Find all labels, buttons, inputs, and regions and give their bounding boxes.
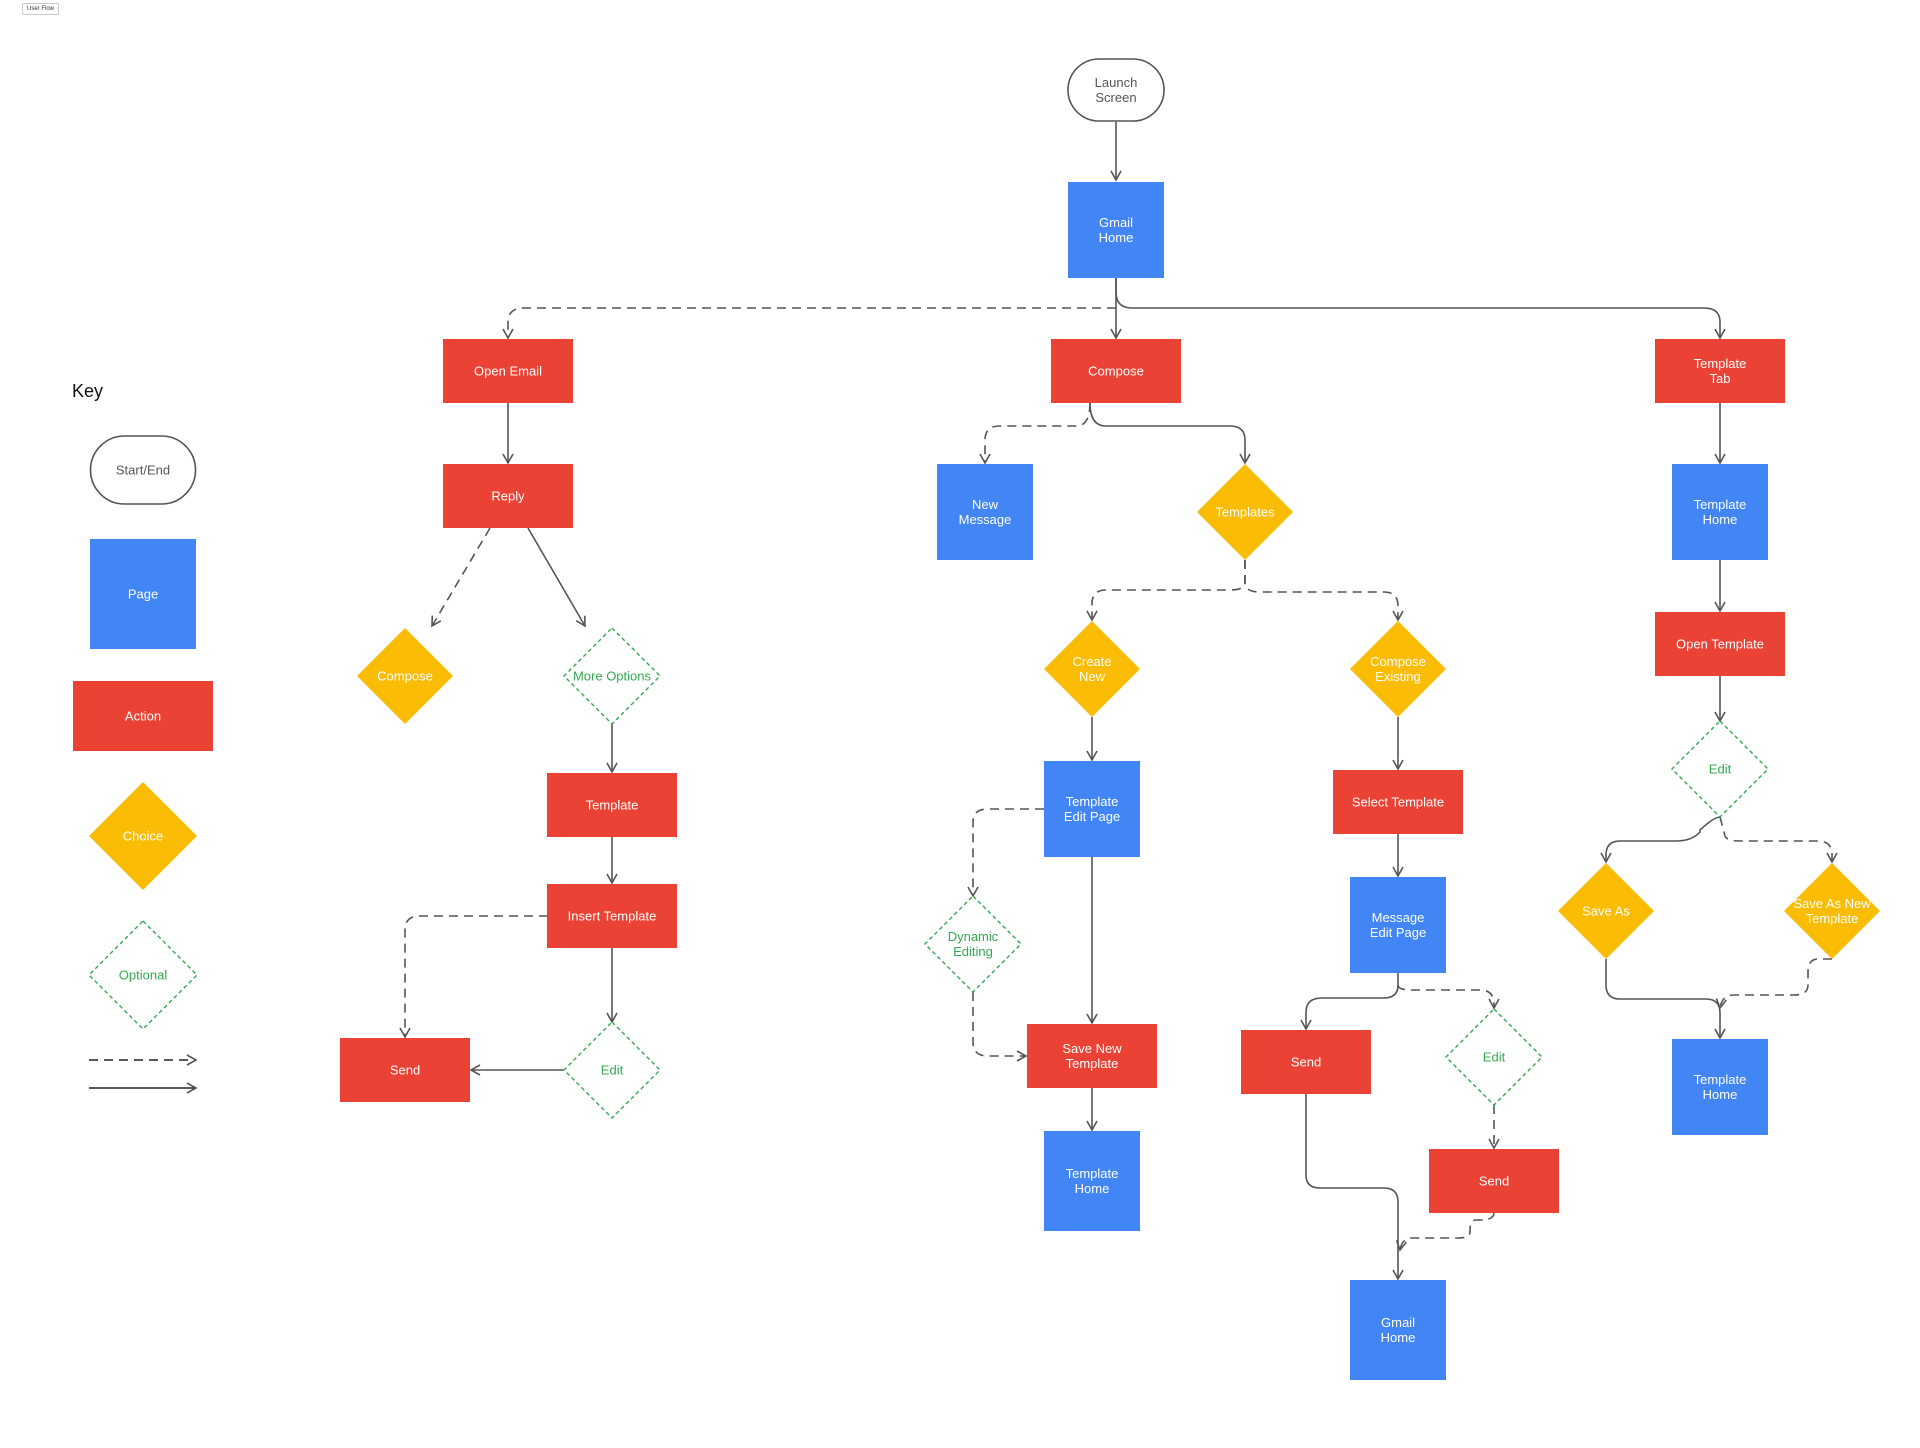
node-open-template: Open Template — [1655, 612, 1785, 676]
optional-connector — [502, 307, 1116, 340]
optional-connector — [972, 992, 1028, 1062]
node-insert-template: Insert Template — [547, 884, 677, 948]
connector — [1300, 973, 1399, 1031]
connector — [1089, 402, 1251, 465]
optional-connector — [431, 527, 491, 628]
node-edit-b: Edit — [1445, 1008, 1543, 1106]
node-label: Templates — [1215, 505, 1275, 520]
node-send-a: Send — [340, 1038, 470, 1102]
node-label: Send — [1479, 1174, 1509, 1189]
key-item-optional: Optional — [88, 920, 198, 1030]
node-save-as: Save As — [1558, 863, 1654, 959]
optional-connector — [1715, 958, 1832, 1010]
optional-connector — [1397, 984, 1500, 1010]
optional-connector — [1719, 816, 1838, 864]
optional-connector — [979, 402, 1091, 465]
connector — [1600, 816, 1721, 864]
node-send-b: Send — [1241, 1030, 1371, 1094]
connectors — [399, 122, 1838, 1281]
key-title: Key — [72, 381, 104, 401]
node-label: Edit — [601, 1063, 624, 1078]
node-edit-c: Edit — [1671, 720, 1769, 818]
connector — [527, 527, 586, 628]
node-template-a: Template — [547, 773, 677, 837]
node-label: Select Template — [1352, 795, 1444, 810]
node-edit-a: Edit — [563, 1021, 661, 1119]
node-label: Template — [586, 798, 639, 813]
node-label: Insert Template — [568, 909, 657, 924]
key-item-page: Page — [90, 539, 196, 649]
node-label: Page — [128, 587, 158, 602]
node-open-email: Open Email — [443, 339, 573, 403]
node-label: Compose — [1088, 364, 1144, 379]
node-label: Compose — [377, 669, 433, 684]
node-select-template: Select Template — [1333, 770, 1463, 834]
node-label: Optional — [119, 968, 168, 983]
optional-connector — [399, 915, 548, 1039]
frame-label: User Flow — [22, 3, 60, 15]
node-label: Save As — [1582, 904, 1630, 919]
optional-connector — [1086, 560, 1246, 622]
optional-connector — [1395, 1212, 1495, 1252]
connector — [1115, 278, 1726, 340]
optional-connector — [1244, 560, 1404, 622]
node-label: Choice — [123, 829, 163, 844]
node-label: Reply — [491, 489, 525, 504]
node-label: Open Template — [1676, 637, 1764, 652]
node-reply: Reply — [443, 464, 573, 528]
node-label: More Options — [573, 669, 652, 684]
key-item-start: Start/End — [89, 435, 197, 505]
node-label: Edit — [1709, 762, 1732, 777]
node-label: Send — [390, 1063, 420, 1078]
node-send-c: Send — [1429, 1149, 1559, 1213]
node-more-options: More Options — [563, 627, 661, 725]
node-compose: Compose — [1051, 339, 1181, 403]
node-label: Send — [1291, 1055, 1321, 1070]
node-label: Action — [125, 709, 161, 724]
connector — [1305, 1094, 1404, 1281]
node-label: Start/End — [116, 463, 170, 478]
optional-connector — [967, 808, 1044, 898]
node-label: Open Email — [474, 364, 542, 379]
key-item-action: Action — [73, 681, 213, 751]
key-item-choice: Choice — [89, 782, 197, 890]
node-templates: Templates — [1197, 464, 1293, 560]
node-label: Edit — [1483, 1050, 1506, 1065]
node-compose-choice: Compose — [357, 628, 453, 724]
connector — [1605, 959, 1726, 1040]
